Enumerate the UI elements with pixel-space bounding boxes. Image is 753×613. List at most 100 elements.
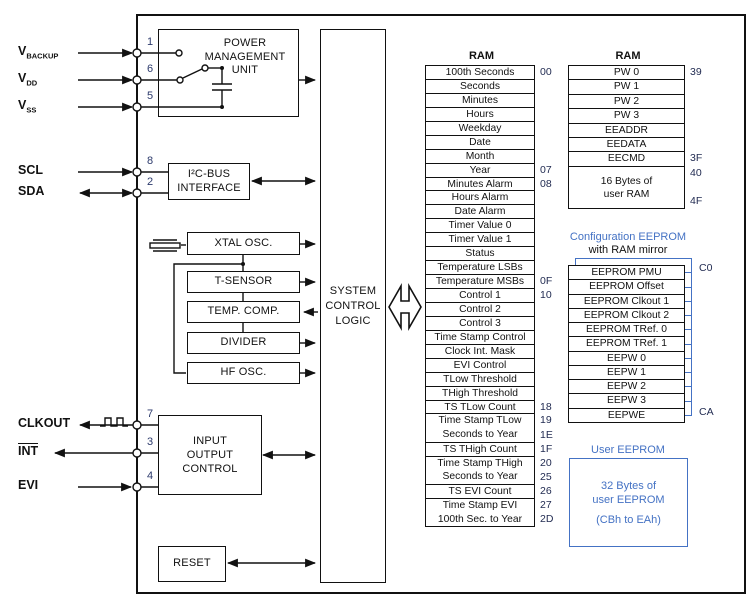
config-eeprom-addr-bottom: CA bbox=[699, 406, 714, 418]
register-address: 2D bbox=[540, 513, 554, 526]
pin-label-text: INT bbox=[18, 443, 39, 458]
pin-label-int: INT bbox=[18, 443, 39, 458]
register-row: Date Alarm bbox=[425, 204, 535, 219]
pin-label-vss: VSS bbox=[18, 98, 36, 115]
register-address: 3F bbox=[690, 152, 703, 165]
pin-label-clkout: CLKOUT bbox=[18, 416, 71, 430]
pin-number-5: 5 bbox=[146, 90, 154, 102]
register-row: Temperature LSBs bbox=[425, 260, 535, 275]
pin-label-text: V bbox=[18, 44, 27, 58]
register-address: 20 bbox=[540, 456, 552, 469]
register-row: Weekday bbox=[425, 120, 535, 135]
register-row: Month bbox=[425, 148, 535, 163]
pin-number-6: 6 bbox=[146, 63, 154, 75]
register-row-line: Time Stamp EVI bbox=[442, 500, 518, 512]
register-address: 1F bbox=[540, 442, 553, 455]
register-row: Control 3 bbox=[425, 315, 535, 330]
register-row: EEPROM Clkout 2 bbox=[568, 307, 685, 322]
register-row: EEPROM Clkout 1 bbox=[568, 293, 685, 308]
register-address: 39 bbox=[690, 66, 702, 78]
clock-waveform-icon bbox=[100, 417, 128, 427]
ram-left-title: RAM bbox=[468, 50, 495, 62]
register-row-line: user RAM bbox=[603, 188, 650, 200]
register-row: Control 2 bbox=[425, 301, 535, 316]
register-row: EEPW 0 bbox=[568, 350, 685, 365]
register-row-line: Time Stamp TLow bbox=[438, 415, 522, 427]
register-row: PW 1 bbox=[568, 79, 685, 94]
config-eeprom-addr-top: C0 bbox=[699, 262, 713, 274]
register-row: Hours Alarm bbox=[425, 190, 535, 205]
register-address: 00 bbox=[540, 66, 552, 78]
register-address: 40 bbox=[690, 166, 702, 179]
register-row: Timer Value 1 bbox=[425, 232, 535, 247]
pin-label-subscript: BACKUP bbox=[26, 51, 59, 61]
register-address: 25 bbox=[540, 471, 552, 484]
register-row-line: 16 Bytes of bbox=[600, 175, 653, 187]
register-row: Seconds bbox=[425, 78, 535, 93]
pin-label-subscript: DD bbox=[26, 78, 38, 88]
register-row: Time Stamp Control bbox=[425, 329, 535, 344]
register-row: EEPWE bbox=[568, 407, 685, 423]
register-address: 18 bbox=[540, 400, 552, 413]
chip-boundary bbox=[136, 14, 746, 594]
register-address: 0F bbox=[540, 275, 553, 288]
register-address: 1E bbox=[540, 428, 553, 441]
pin-label-scl: SCL bbox=[18, 163, 43, 177]
pin-label-text: V bbox=[18, 98, 27, 112]
pin-label-evi: EVI bbox=[18, 478, 39, 492]
user-eeprom-body: 32 Bytes of user EEPROM bbox=[592, 479, 665, 506]
register-address: 19 bbox=[540, 414, 552, 427]
pin-number-7: 7 bbox=[146, 408, 154, 420]
pin-label-vdd: VDD bbox=[18, 71, 37, 88]
register-row: EEPW 2 bbox=[568, 379, 685, 394]
block-t-sensor: T-SENSOR bbox=[187, 271, 300, 293]
block-xtal-osc: XTAL OSC. bbox=[187, 232, 300, 255]
pin-label-sda: SDA bbox=[18, 184, 45, 198]
register-row: Clock Int. Mask bbox=[425, 343, 535, 358]
register-row: THigh Threshold bbox=[425, 385, 535, 400]
register-row: EEADDR bbox=[568, 122, 685, 137]
block-i2c-bus-interface: I²C-BUS INTERFACE bbox=[168, 163, 250, 200]
register-row: PW 3 bbox=[568, 108, 685, 123]
block-divider: DIVIDER bbox=[187, 332, 300, 354]
register-row: Hours bbox=[425, 106, 535, 121]
register-address: 08 bbox=[540, 177, 552, 190]
block-label: POWER MANAGEMENT UNIT bbox=[204, 37, 286, 76]
register-address: 10 bbox=[540, 289, 552, 301]
register-row-line: Seconds to Year bbox=[442, 471, 518, 483]
register-row-line: Seconds to Year bbox=[442, 429, 518, 441]
config-eeprom-title: Configuration EEPROM bbox=[569, 231, 687, 243]
pin-number-4: 4 bbox=[146, 470, 154, 482]
register-row: EEPROM TRef. 0 bbox=[568, 322, 685, 337]
block-reset: RESET bbox=[158, 546, 226, 582]
register-row: Minutes bbox=[425, 92, 535, 107]
ram-right-title: RAM bbox=[615, 50, 641, 62]
register-row: TLow Threshold bbox=[425, 371, 535, 386]
register-address: 26 bbox=[540, 485, 552, 498]
pin-number-1: 1 bbox=[146, 36, 154, 48]
register-address: 4F bbox=[690, 195, 703, 208]
user-eeprom-range: (CBh to EAh) bbox=[596, 513, 661, 526]
register-row: Status bbox=[425, 246, 535, 261]
register-row-line: 100th Sec. to Year bbox=[437, 513, 523, 525]
block-hf-osc: HF OSC. bbox=[187, 362, 300, 384]
register-row: PW 2 bbox=[568, 93, 685, 109]
pin-label-text: V bbox=[18, 71, 27, 85]
block-system-control-logic: SYSTEM CONTROL LOGIC bbox=[320, 29, 386, 583]
register-row: EEPROM Offset bbox=[568, 279, 685, 294]
register-row: EEPW 3 bbox=[568, 393, 685, 408]
pin-number-8: 8 bbox=[146, 155, 154, 167]
